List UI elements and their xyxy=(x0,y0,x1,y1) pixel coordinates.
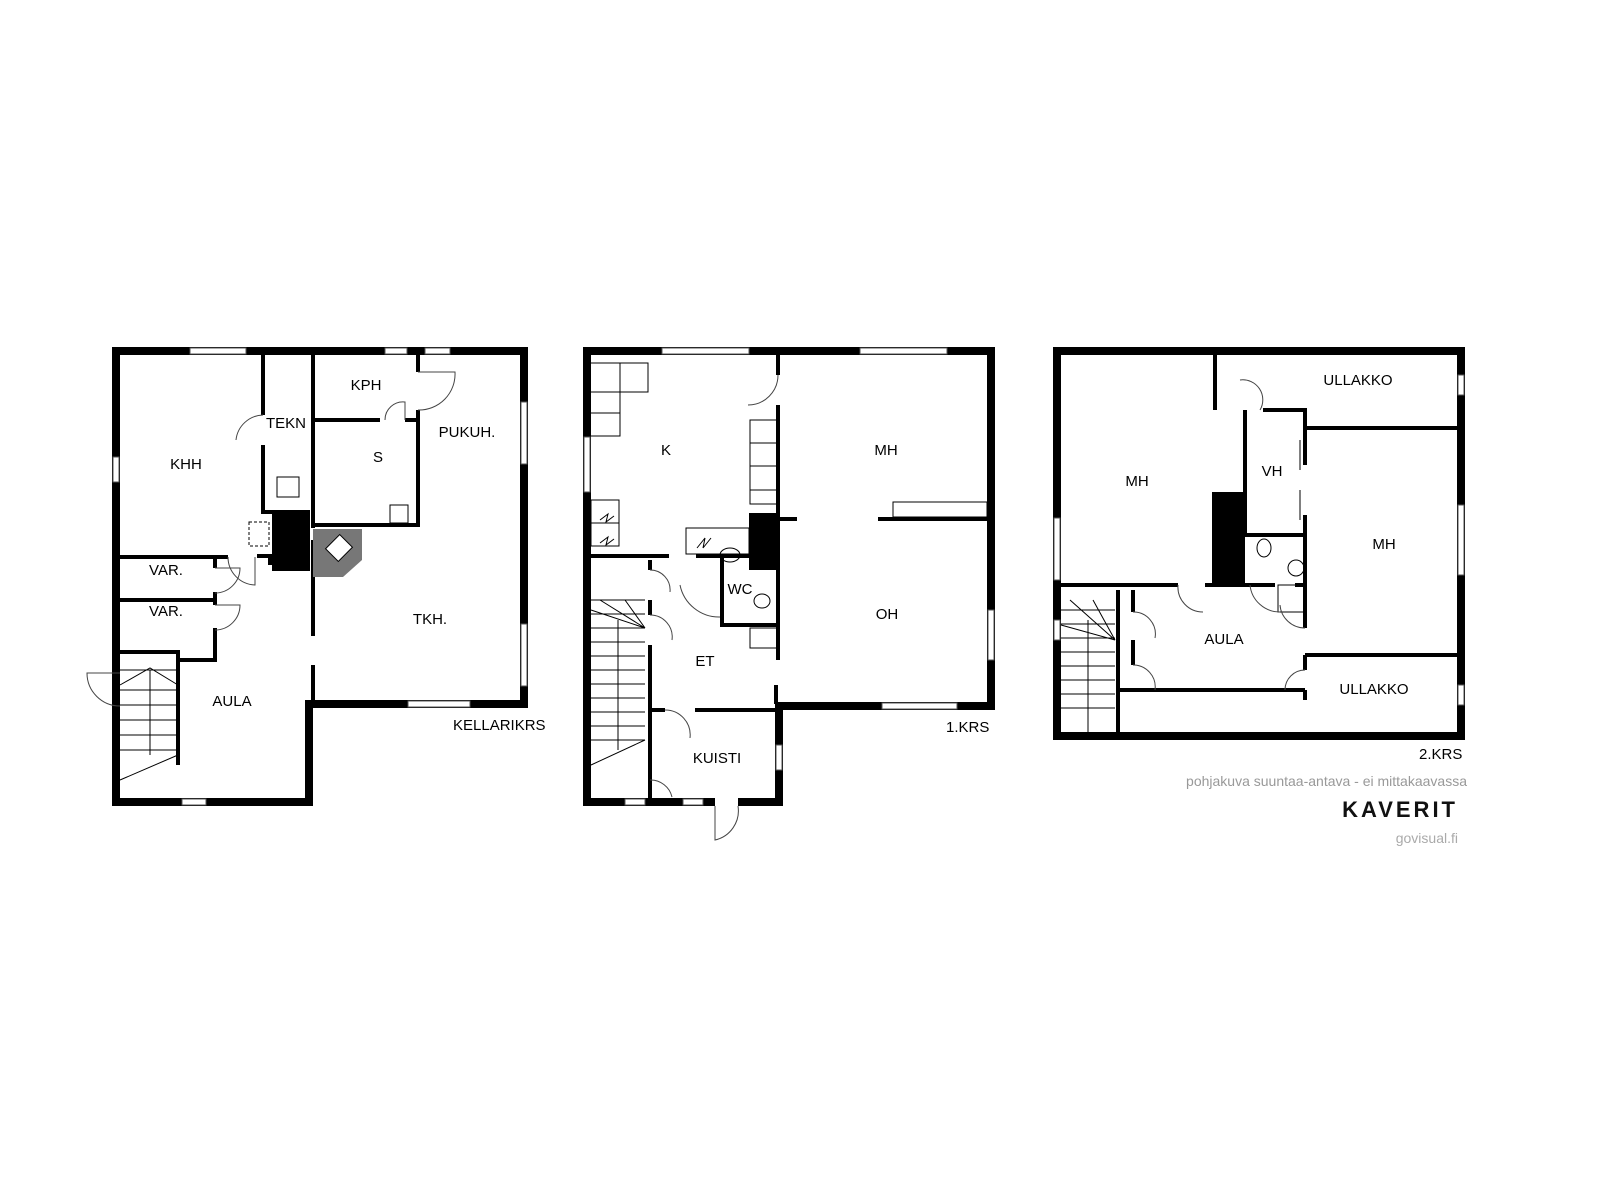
brand-logo: KAVERIT xyxy=(1342,797,1458,822)
room-label: VAR. xyxy=(149,603,183,620)
disclaimer-note: pohjakuva suuntaa-antava - ei mittakaava… xyxy=(1186,773,1467,789)
room-label: PUKUH. xyxy=(439,424,496,441)
room-label: MH xyxy=(1372,536,1395,553)
room-label: TEKN xyxy=(266,415,306,432)
floor-label: 1.KRS xyxy=(946,719,989,736)
room-label: KHH xyxy=(170,456,202,473)
room-label: ULLAKKO xyxy=(1339,681,1408,698)
room-label: K xyxy=(661,442,671,459)
room-label: ET xyxy=(695,653,714,670)
room-label: KPH xyxy=(351,377,382,394)
floor-plan-second: ULLAKKO MH VH MH AULA ULLAKKO 2.KRS xyxy=(1053,347,1465,763)
floor-plan-first: K MH WC OH ET KUISTI 1.KRS xyxy=(583,347,995,841)
room-label: ULLAKKO xyxy=(1323,372,1392,389)
floor-label: KELLARIKRS xyxy=(453,717,546,734)
floor-plan-basement: KHH TEKN KPH S PUKUH. VAR. VAR. TKH. AUL… xyxy=(86,347,546,806)
room-label: TKH. xyxy=(413,611,447,628)
floor-label: 2.KRS xyxy=(1419,746,1462,763)
room-label: MH xyxy=(1125,473,1148,490)
room-label: KUISTI xyxy=(693,750,741,767)
room-label: OH xyxy=(876,606,899,623)
room-label: VAR. xyxy=(149,562,183,579)
room-label: MH xyxy=(874,442,897,459)
room-label: AULA xyxy=(212,693,251,710)
website-text: govisual.fi xyxy=(1395,830,1458,846)
room-label: VH xyxy=(1262,463,1283,480)
room-label: WC xyxy=(728,581,753,598)
room-label: AULA xyxy=(1204,631,1243,648)
room-label: S xyxy=(373,449,383,466)
